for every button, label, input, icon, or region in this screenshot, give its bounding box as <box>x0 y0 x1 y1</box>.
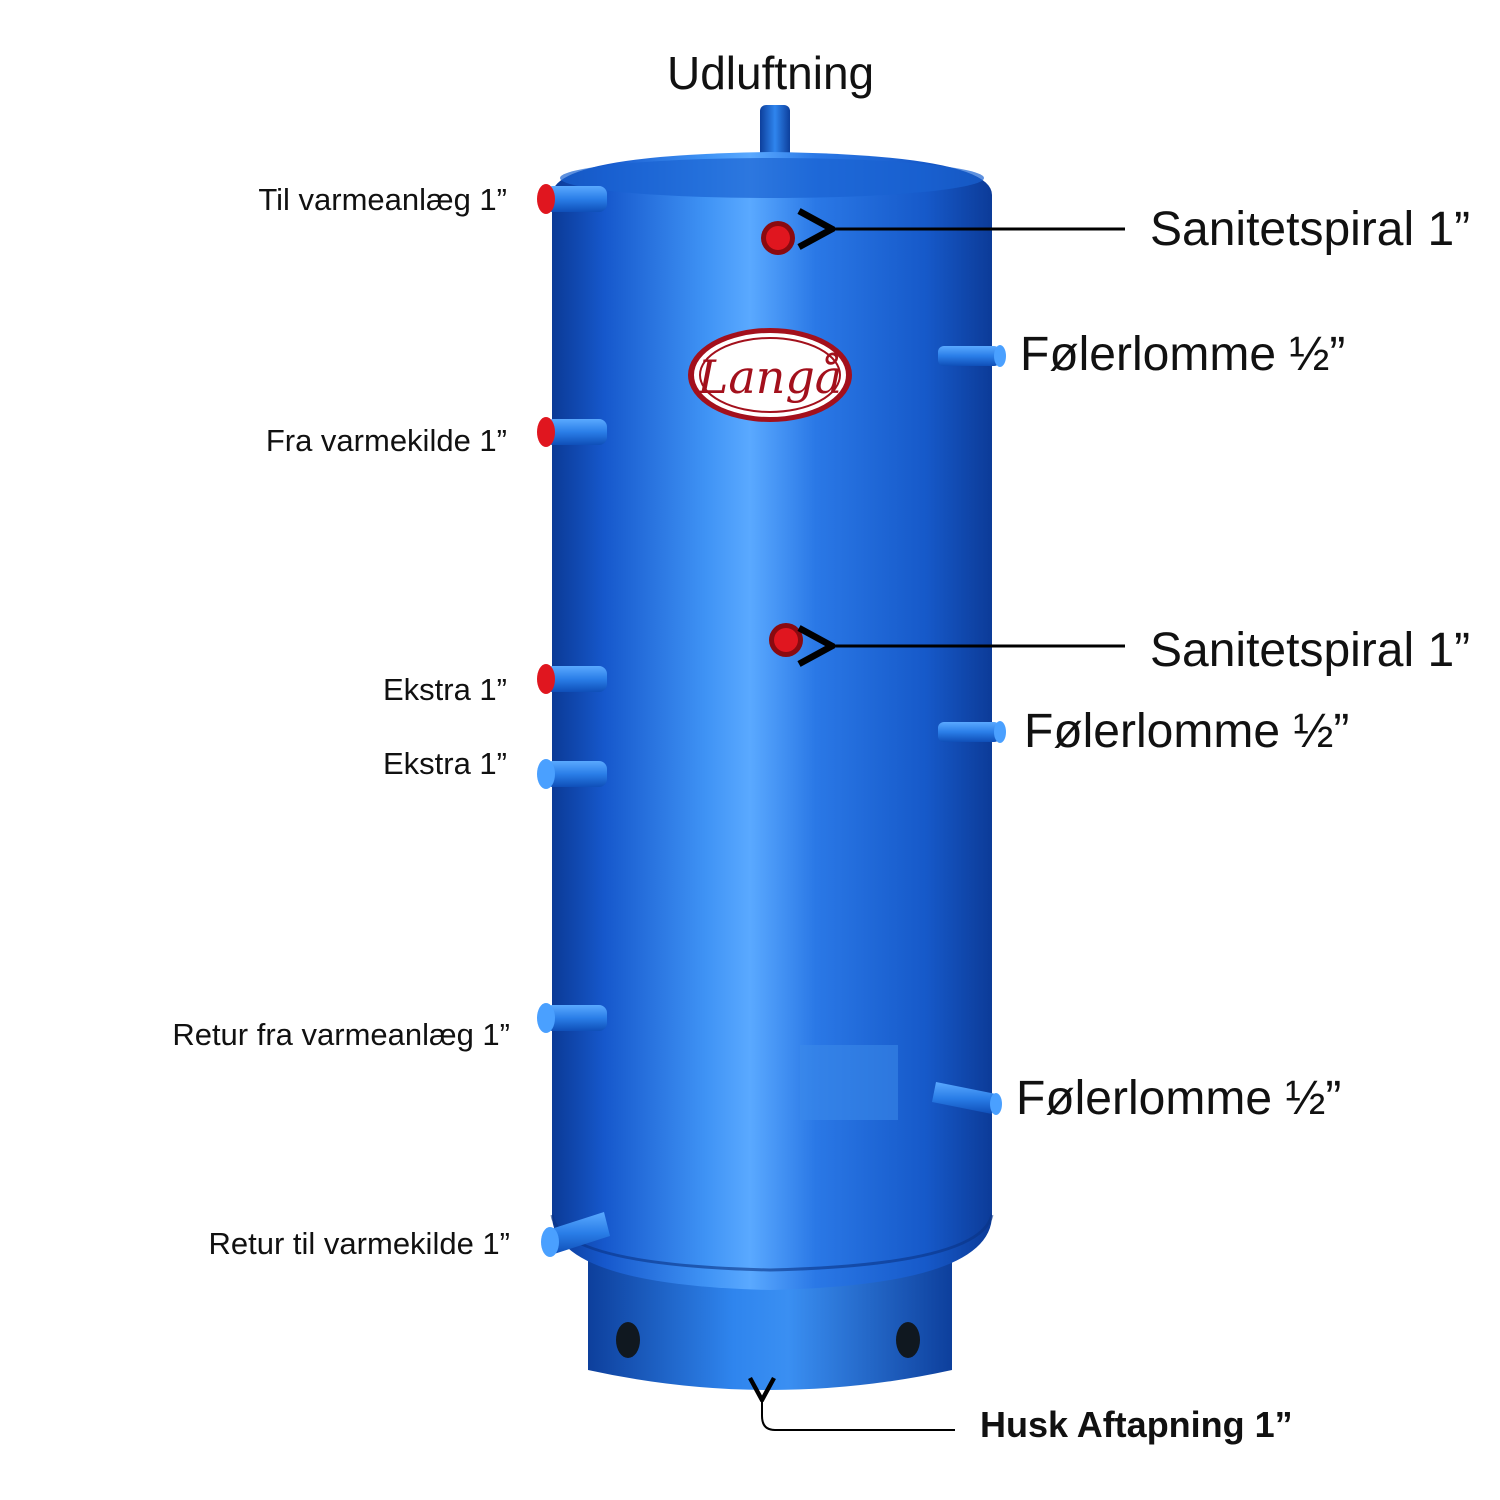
label-til-varmeanlaeg: Til varmeanlæg 1” <box>258 182 507 217</box>
sanitary-coil-port-upper <box>761 221 795 255</box>
vent-pipe <box>760 105 790 160</box>
skirt-drain-hole-left <box>616 1322 640 1358</box>
pipe-ekstra-2 <box>537 759 607 789</box>
label-sanitetspiral-lower: Sanitetspiral 1” <box>1150 624 1471 677</box>
label-ekstra-2: Ekstra 1” <box>382 746 507 781</box>
label-folerlomme-middle: Følerlomme ½” <box>1024 705 1350 758</box>
label-husk-aftapning: Husk Aftapning 1” <box>980 1404 1293 1445</box>
sensor-pocket-middle <box>938 721 1006 743</box>
pipe-til-varmeanlaeg <box>537 184 607 214</box>
label-retur-fra-varmeanlaeg: Retur fra varmeanlæg 1” <box>172 1017 510 1052</box>
pipe-ekstra-1 <box>537 664 607 694</box>
rating-plate <box>800 1045 898 1120</box>
langa-logo: Langå <box>688 328 852 422</box>
label-sanitetspiral-upper: Sanitetspiral 1” <box>1150 203 1471 256</box>
logo-text: Langå <box>697 350 842 404</box>
label-fra-varmekilde: Fra varmekilde 1” <box>265 423 507 458</box>
label-folerlomme-lower: Følerlomme ½” <box>1016 1072 1342 1125</box>
skirt-drain-hole-right <box>896 1322 920 1358</box>
pipe-fra-varmekilde <box>537 417 607 447</box>
arrow-aftapning <box>762 1400 955 1431</box>
pipe-retur-fra-varmeanlaeg <box>537 1003 607 1033</box>
label-udluftning: Udluftning <box>667 47 875 99</box>
pipe-retur-til-varmekilde <box>541 1212 610 1257</box>
label-ekstra-1: Ekstra 1” <box>382 672 507 707</box>
sensor-pocket-lower <box>932 1082 1002 1115</box>
tank-body <box>550 152 994 1290</box>
sensor-pocket-upper <box>938 345 1006 367</box>
label-retur-til-varmekilde: Retur til varmekilde 1” <box>208 1226 510 1261</box>
sanitary-coil-port-lower <box>769 623 803 657</box>
label-folerlomme-upper: Følerlomme ½” <box>1020 328 1346 381</box>
